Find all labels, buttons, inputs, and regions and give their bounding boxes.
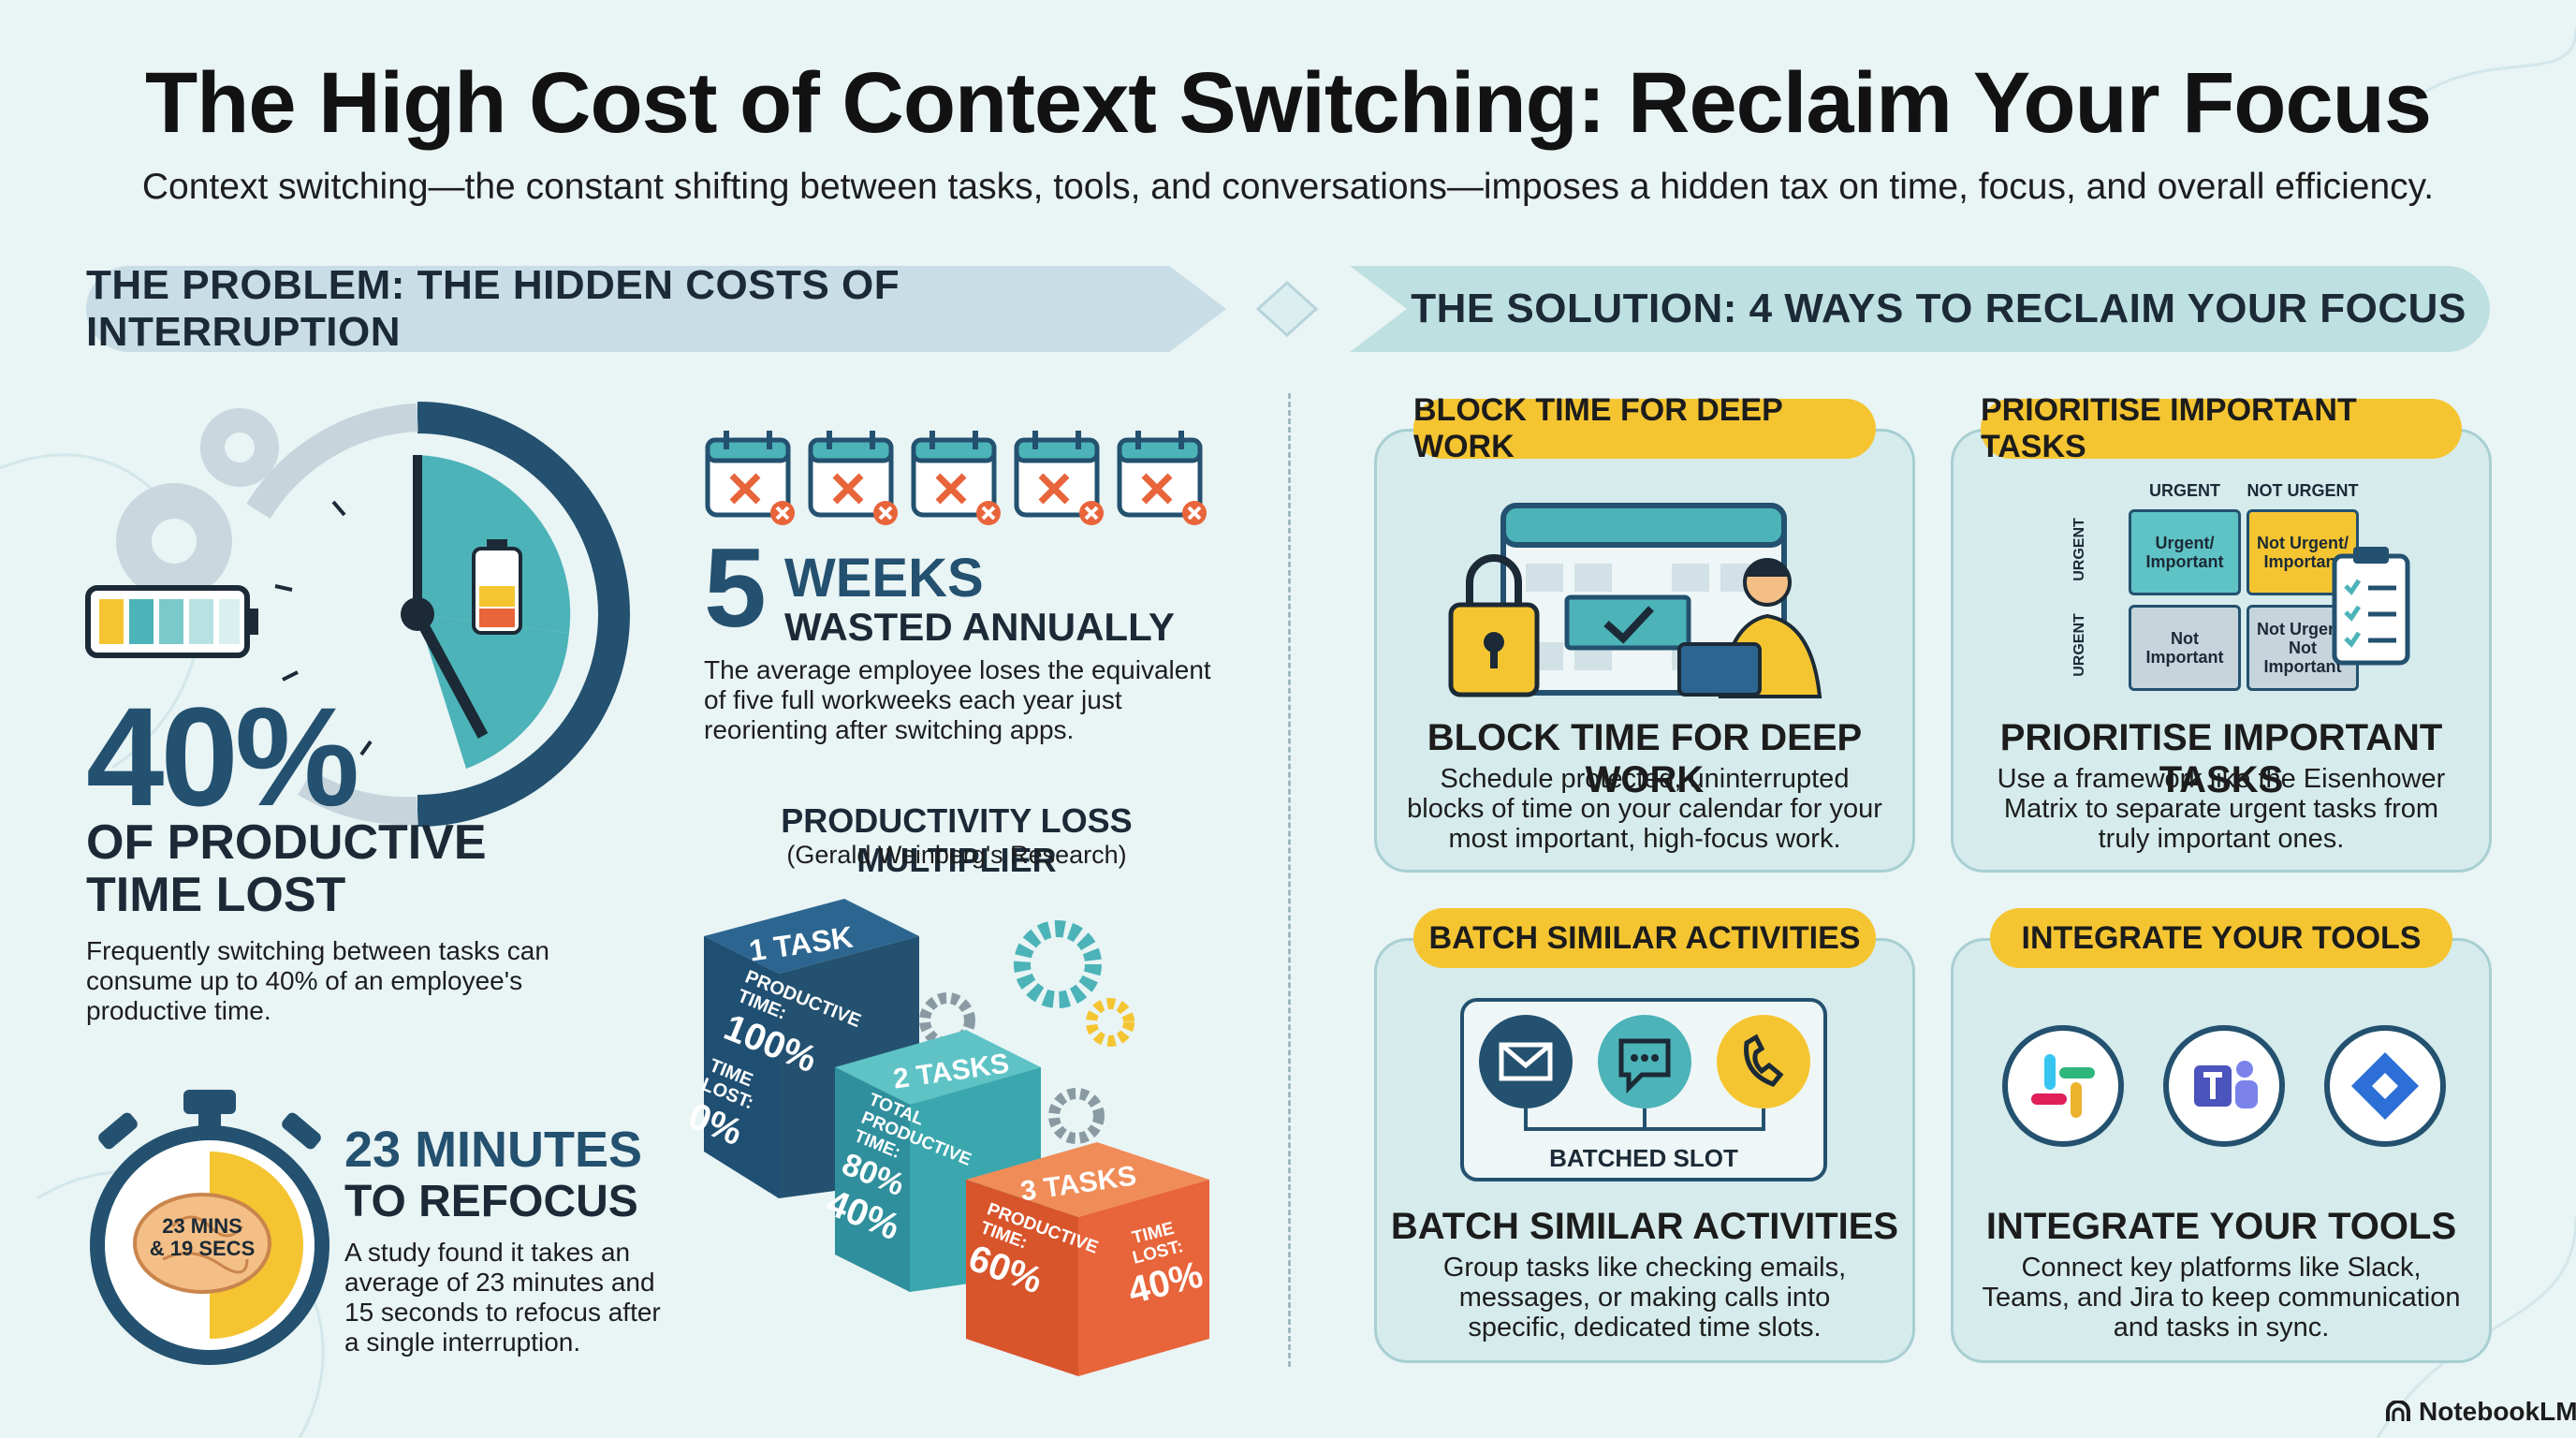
weeks-label: WEEKS xyxy=(784,548,984,609)
weeks-subhead: WASTED ANNUALLY xyxy=(784,605,1175,649)
desc-line: messages, or making calls into xyxy=(1458,1283,1831,1313)
batched-icons xyxy=(1479,1015,1810,1131)
card-deep-work-desc: Schedule protected, uninterrupted blocks… xyxy=(1374,764,1915,854)
battery-icon xyxy=(85,585,258,658)
desc-line: Group tasks like checking emails, xyxy=(1442,1253,1847,1283)
timer-line2: & 19 SECS xyxy=(149,1237,256,1260)
matrix-cell-noturgent-notimportant: Not Urgent/Not Important xyxy=(2247,605,2359,691)
desc-line: Frequently switching between tasks can xyxy=(86,936,549,965)
cell-line: Not Urgent/ xyxy=(2257,620,2349,638)
timer-line1: 23 MINS xyxy=(162,1214,242,1238)
desc-line: specific, dedicated time slots. xyxy=(1468,1313,1822,1343)
desc-line: The average employee loses the equivalen… xyxy=(704,655,1211,684)
card-integrate-desc: Connect key platforms like Slack, Teams,… xyxy=(1951,1253,2492,1343)
weeks-number: 5 xyxy=(704,525,767,651)
refocus-headline: 23 MINUTES TO REFOCUS xyxy=(344,1123,642,1228)
stat-40-value: 40% xyxy=(86,678,359,835)
solution-banner: THE SOLUTION: 4 WAYS TO RECLAIM YOUR FOC… xyxy=(1350,266,2490,352)
calendar-lock-person-icon xyxy=(1448,503,1822,698)
stat-40-description: Frequently switching between tasks can c… xyxy=(86,936,610,1026)
eisenhower-matrix: URGENT NOT URGENT URGENT URGENT Urgent/I… xyxy=(2069,476,2424,700)
desc-line: 15 seconds to refocus after xyxy=(344,1298,661,1327)
card-prioritise-title: PRIORITISE IMPORTANT TASKS xyxy=(1999,717,2443,800)
desc-line: Teams, and Jira to keep communication xyxy=(1982,1283,2461,1313)
desc-line: Use a framework like the Eisenhower xyxy=(1997,764,2446,794)
page-title: The High Cost of Context Switching: Recl… xyxy=(144,55,2432,151)
card-batch-desc: Group tasks like checking emails, messag… xyxy=(1374,1253,1915,1343)
desc-line: A study found it takes an xyxy=(344,1238,631,1267)
multiplier-blocks xyxy=(704,899,1209,1376)
banner-connector-icon xyxy=(1255,280,1319,338)
app-integration-icons xyxy=(2002,1025,2446,1147)
notebooklm-logo-icon xyxy=(2386,1401,2410,1421)
desc-line: Connect key platforms like Slack, xyxy=(2021,1253,2422,1283)
gears-icon xyxy=(116,408,279,599)
pill-integrate: INTEGRATE YOUR TOOLS xyxy=(1990,908,2452,968)
weeks-description: The average employee loses the equivalen… xyxy=(704,655,1228,745)
desc-line: and tasks in sync. xyxy=(2113,1313,2330,1343)
multiplier-gears-icon xyxy=(919,920,1134,1144)
calendar-missed-icons xyxy=(705,427,1228,530)
card-prioritise-desc: Use a framework like the Eisenhower Matr… xyxy=(1951,764,2492,854)
card-deep-work-title: BLOCK TIME FOR DEEP WORK xyxy=(1427,717,1863,800)
card-integrate xyxy=(1951,938,2492,1363)
desc-line: blocks of time on your calendar for your xyxy=(1407,794,1882,824)
clipboard-checklist-icon xyxy=(2332,547,2410,666)
card-batch-title: BATCH SIMILAR ACTIVITIES xyxy=(1390,1206,1899,1247)
cell-line: Not Urgent/ xyxy=(2257,534,2349,552)
matrix-col2: NOT URGENT xyxy=(2247,481,2359,500)
problem-banner: THE PROBLEM: THE HIDDEN COSTS OF INTERRU… xyxy=(86,266,1226,352)
desc-line: Schedule protected, uninterrupted xyxy=(1440,764,1850,794)
desc-line: Matrix to separate urgent tasks from xyxy=(2003,794,2439,824)
page-subtitle: Context switching—the constant shifting … xyxy=(141,167,2435,207)
matrix-col1: URGENT xyxy=(2149,481,2220,500)
refocus-headline-line1: 23 MINUTES xyxy=(344,1122,643,1178)
multiplier-source: (Gerald Weinberg's Research) xyxy=(786,841,1127,869)
desc-line: average of 23 minutes and xyxy=(344,1268,655,1297)
desc-line: productive time. xyxy=(86,996,271,1025)
desc-line: of five full workweeks each year just xyxy=(704,685,1122,714)
matrix-row2: URGENT xyxy=(2071,613,2087,677)
stopwatch-readout: 23 MINS & 19 SECS xyxy=(139,1215,266,1260)
cell-line: Important xyxy=(2263,552,2342,571)
brand-name: NotebookLM xyxy=(2419,1397,2576,1426)
desc-line: most important, high-focus work. xyxy=(1448,824,1841,854)
matrix-cell-urgent-important: Urgent/Important xyxy=(2129,509,2241,595)
desc-line: truly important ones. xyxy=(2098,824,2345,854)
clock-gauge-icon xyxy=(246,402,630,827)
multiplier-title: PRODUCTIVITY LOSS MULTIPLIER xyxy=(781,801,1133,879)
stat-40-headline-line1: OF PRODUCTIVE xyxy=(86,815,487,870)
stopwatch-brain-icon xyxy=(90,1090,329,1365)
cell-line: Important xyxy=(2145,552,2224,571)
card-integrate-title: INTEGRATE YOUR TOOLS xyxy=(1985,1206,2457,1247)
pill-batch: BATCH SIMILAR ACTIVITIES xyxy=(1413,908,1876,968)
desc-line: a single interruption. xyxy=(344,1328,581,1357)
cell-line: Urgent/ xyxy=(2155,534,2215,552)
refocus-headline-line2: TO REFOCUS xyxy=(344,1177,638,1226)
cell-line: Important xyxy=(2145,648,2224,667)
matrix-row1: URGENT xyxy=(2071,518,2087,581)
cell-line: Not xyxy=(2171,629,2199,648)
stat-40-headline-line2: TIME LOST xyxy=(86,868,346,922)
desc-line: consume up to 40% of an employee's xyxy=(86,966,523,995)
section-divider xyxy=(1288,393,1291,1367)
batched-slot-label: BATCHED SLOT xyxy=(1549,1144,1738,1172)
pill-deep-work: BLOCK TIME FOR DEEP WORK xyxy=(1413,392,1876,464)
brand-watermark: NotebookLM xyxy=(2385,1397,2576,1427)
stat-40-headline: OF PRODUCTIVE TIME LOST xyxy=(86,816,487,921)
pill-prioritise: PRIORITISE IMPORTANT TASKS xyxy=(1981,392,2462,464)
desc-line: reorienting after switching apps. xyxy=(704,715,1075,744)
cell-line: Not Important xyxy=(2263,638,2342,676)
refocus-description: A study found it takes an average of 23 … xyxy=(344,1238,681,1357)
